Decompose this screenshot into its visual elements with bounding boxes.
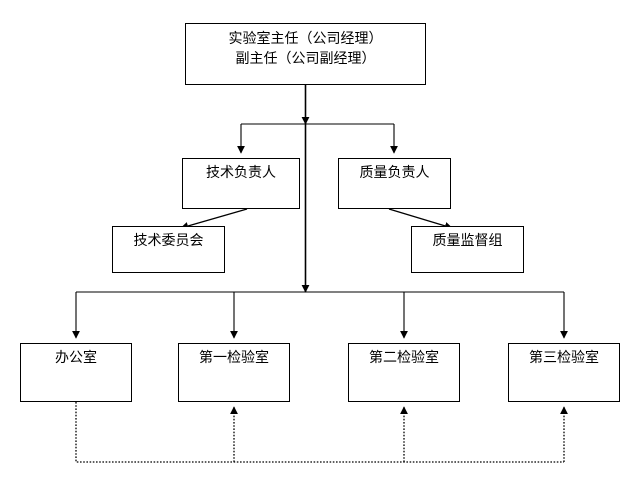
node-inspection-room-2[interactable]: 第二检验室 [348, 343, 460, 402]
node-technical-committee[interactable]: 技术委员会 [112, 226, 225, 273]
node-inspection-room-2-label: 第二检验室 [369, 350, 439, 366]
node-inspection-room-3-label: 第三检验室 [529, 350, 599, 366]
node-technical-leader-label: 技术负责人 [206, 165, 276, 181]
dotted-feedback-bus [75, 402, 564, 463]
node-director-label-line1: 实验室主任（公司经理） [228, 31, 383, 47]
node-quality-supervision-group-label: 质量监督组 [432, 233, 503, 249]
node-inspection-room-1-label: 第一检验室 [199, 350, 269, 366]
node-technical-leader[interactable]: 技术负责人 [182, 158, 300, 209]
node-inspection-room-1[interactable]: 第一检验室 [178, 343, 290, 402]
node-inspection-room-3[interactable]: 第三检验室 [508, 343, 620, 402]
node-quality-supervision-group[interactable]: 质量监督组 [411, 226, 524, 273]
node-director-label-line2: 副主任（公司副经理） [235, 51, 376, 67]
node-quality-leader-label: 质量负责人 [359, 165, 430, 181]
node-quality-leader[interactable]: 质量负责人 [338, 158, 451, 209]
node-office[interactable]: 办公室 [20, 343, 132, 402]
node-technical-committee-label: 技术委员会 [133, 233, 204, 249]
node-office-label: 办公室 [55, 350, 97, 366]
node-director[interactable]: 实验室主任（公司经理） 副主任（公司副经理） [185, 23, 426, 85]
